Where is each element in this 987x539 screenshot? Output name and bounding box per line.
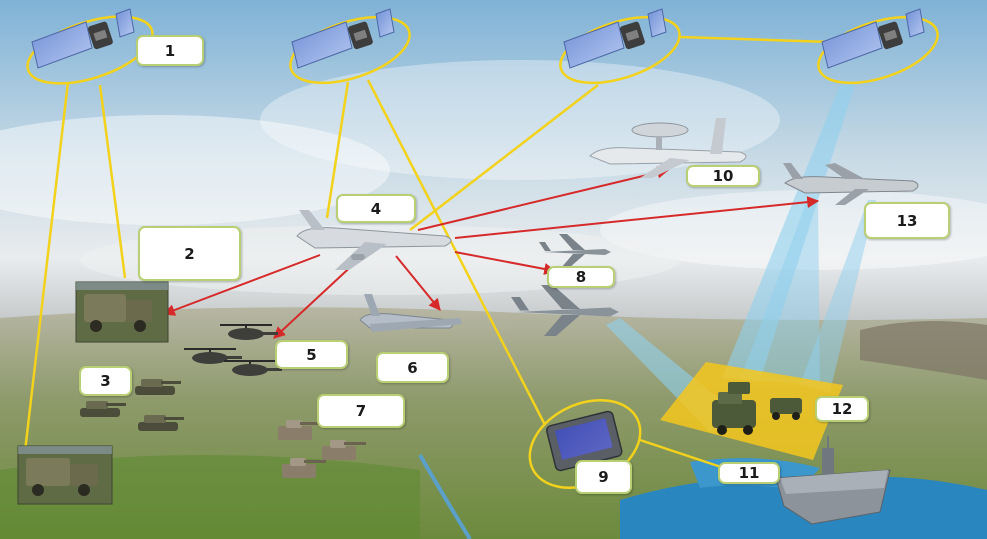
command-aircraft-icon	[296, 210, 452, 270]
node-label: 7	[317, 394, 405, 428]
armored-vehicle-icon	[712, 392, 756, 435]
tank-icon	[135, 379, 181, 395]
node-label: 2	[138, 226, 241, 281]
node-label: 10	[686, 165, 760, 187]
node-label: 13	[864, 202, 950, 239]
patrol-aircraft-icon	[783, 163, 919, 205]
ground-unit-photo	[75, 281, 169, 343]
tank-icon	[138, 415, 184, 431]
node-label: 5	[275, 340, 348, 369]
node-label: 12	[815, 396, 869, 422]
cargo-aircraft-icon	[359, 294, 462, 332]
tank-icon	[80, 401, 126, 417]
aircraft-carrier-icon	[775, 436, 891, 525]
awacs-aircraft-icon	[589, 118, 747, 178]
armored-vehicle-icon	[728, 382, 750, 394]
data-links	[162, 166, 820, 339]
node-label: 4	[336, 194, 416, 223]
node-label: 8	[547, 266, 615, 288]
node-label: 6	[376, 352, 449, 383]
node-label: 11	[718, 462, 780, 484]
armored-vehicle-icon	[770, 398, 802, 420]
node-label: 3	[79, 366, 132, 396]
node-label: 1	[136, 35, 204, 66]
field-terminal-icon	[545, 410, 623, 472]
node-label: 9	[575, 460, 632, 494]
ground-unit-photo	[17, 445, 113, 505]
